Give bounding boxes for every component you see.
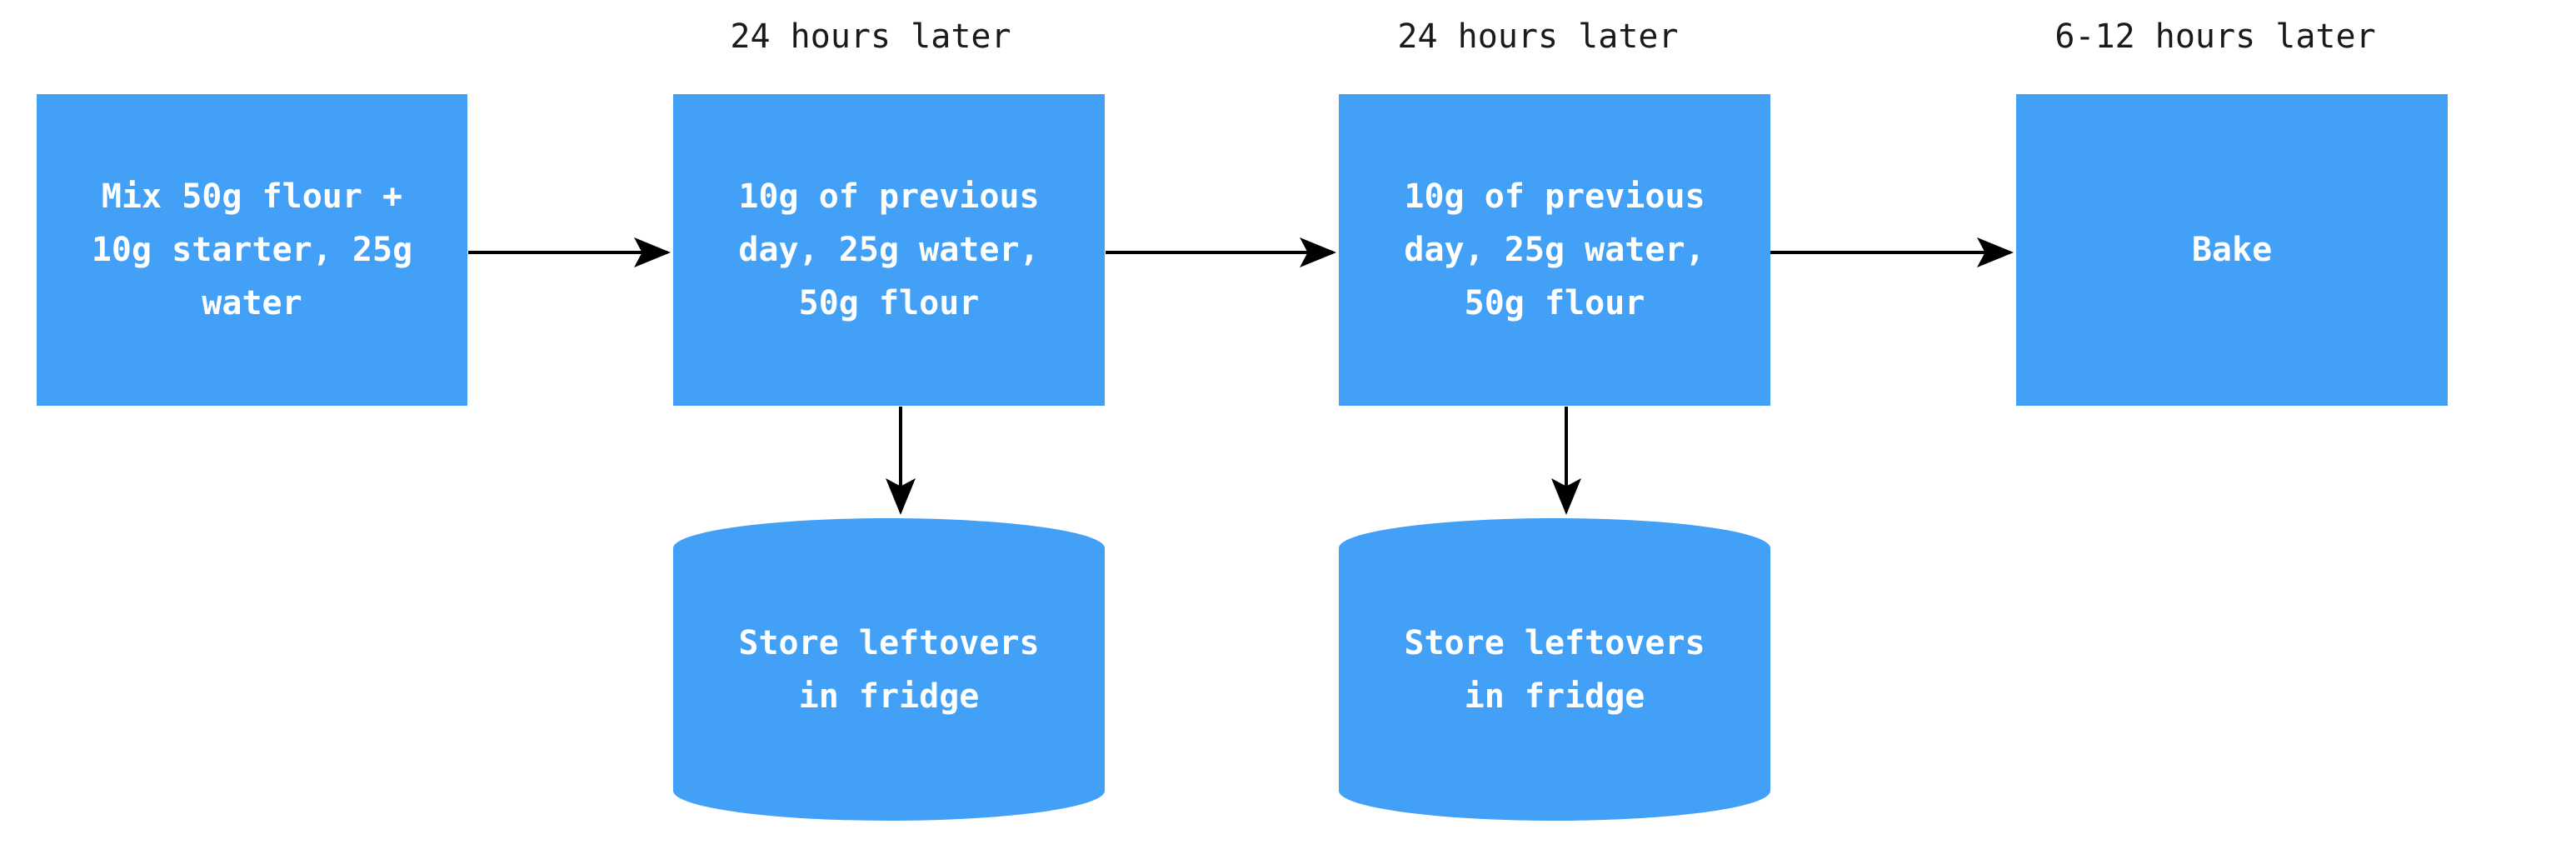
node-store2-label: Store leftovers in fridge: [1404, 623, 1705, 716]
edge-label-day2-to-day3: 24 hours later: [1397, 17, 1679, 56]
node-day1-label: Mix 50g flour + 10g starter, 25g water: [91, 177, 413, 322]
node-day3[interactable]: 10g of previous day, 25g water, 50g flou…: [1339, 94, 1770, 406]
edge-label-day1-to-day2: 24 hours later: [730, 17, 1011, 56]
node-day2-label: 10g of previous day, 25g water, 50g flou…: [738, 177, 1040, 322]
node-store1[interactable]: Store leftovers in fridge: [673, 518, 1105, 821]
node-store1-label: Store leftovers in fridge: [738, 623, 1040, 716]
edge-label-day3-to-bake: 6-12 hours later: [2054, 17, 2376, 56]
cylinder-shape-store1: [673, 518, 1105, 821]
node-bake[interactable]: Bake: [2016, 94, 2448, 406]
cylinder-shape-store2: [1339, 518, 1770, 821]
node-bake-label: Bake: [2191, 231, 2273, 269]
node-store2[interactable]: Store leftovers in fridge: [1339, 518, 1770, 821]
node-day2[interactable]: 10g of previous day, 25g water, 50g flou…: [673, 94, 1105, 406]
node-day3-label: 10g of previous day, 25g water, 50g flou…: [1404, 177, 1705, 322]
node-day1[interactable]: Mix 50g flour + 10g starter, 25g water: [37, 94, 467, 406]
